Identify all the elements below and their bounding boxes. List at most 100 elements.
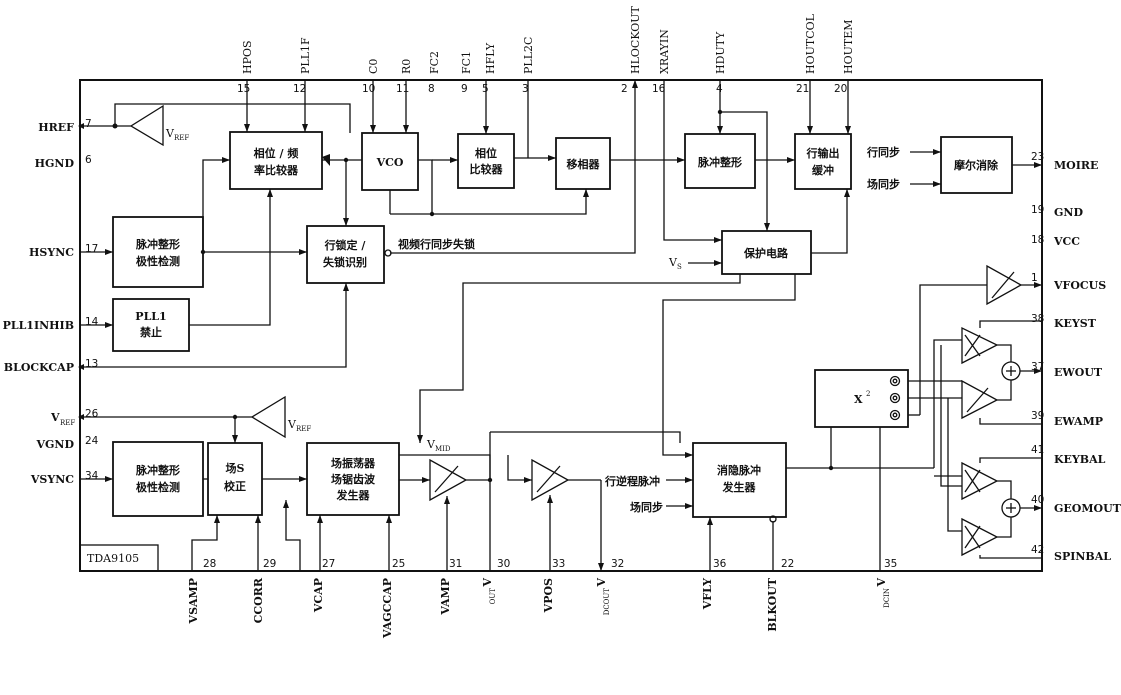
top-pin-name: PLL2C xyxy=(522,37,535,74)
left-pin-number: 26 xyxy=(85,408,99,420)
bottom-pin-name: VAMP xyxy=(439,578,452,616)
bottom-pin-number: 33 xyxy=(552,558,565,570)
svg-text:脉冲整形: 脉冲整形 xyxy=(135,463,180,477)
top-pin-name: HDUTY xyxy=(714,31,727,74)
svg-text:发生器: 发生器 xyxy=(722,480,757,494)
vpos-amplifier xyxy=(531,458,570,502)
right-pin-number: 19 xyxy=(1031,204,1044,216)
right-pin-number: 1 xyxy=(1031,272,1038,284)
right-pin-name: KEYST xyxy=(1054,317,1097,330)
left-pin-name: VGND xyxy=(35,438,74,451)
href-buffer-amp: V REF xyxy=(129,104,189,147)
left-pin-name: VSYNC xyxy=(30,473,74,486)
bottom-pin-name: VCAP xyxy=(312,578,325,613)
svg-text:极性检测: 极性检测 xyxy=(136,254,180,268)
video-lock-label: 视频行同步失锁 xyxy=(398,237,475,251)
top-pin-fc1[interactable]: FC1 9 xyxy=(460,51,473,95)
right-pin-gnd[interactable]: GND 19 xyxy=(1031,204,1083,219)
right-pin-name: GND xyxy=(1054,206,1083,219)
bottom-pin-name: VSAMP xyxy=(187,578,200,624)
keybal-amplifier xyxy=(961,461,999,501)
svg-text:消隐脉冲: 消隐脉冲 xyxy=(717,463,761,477)
bottom-pin-sub: DCOUT xyxy=(603,588,611,616)
top-pin-name: FC1 xyxy=(460,51,473,74)
bottom-pin-name: VPOS xyxy=(542,578,555,613)
keyst-amplifier xyxy=(961,326,999,365)
retrace-pulse-label: 行逆程脉冲 xyxy=(604,474,660,488)
bottom-pin-number: 36 xyxy=(713,558,727,570)
left-pin-vsync[interactable]: VSYNC 34 xyxy=(30,470,99,486)
vmid-sub: MID xyxy=(435,445,451,453)
svg-text:脉冲整形: 脉冲整形 xyxy=(135,237,180,251)
pulse-shaper-top-block: 脉冲整形 xyxy=(684,133,756,189)
svg-text:2: 2 xyxy=(866,390,870,398)
top-pin-number: 9 xyxy=(461,83,468,95)
svg-text:场S: 场S xyxy=(226,461,245,475)
bottom-pin-name: CCORR xyxy=(252,577,265,623)
top-pin-name: HLOCKOUT xyxy=(629,5,642,74)
bottom-pin-number: 32 xyxy=(611,558,624,570)
top-pin-number: 8 xyxy=(428,83,435,95)
x-squared-block: X 2 xyxy=(814,369,909,428)
spinbal-amplifier xyxy=(961,517,999,557)
bottom-pin-number: 30 xyxy=(497,558,510,570)
left-pin-number: 6 xyxy=(85,154,92,166)
svg-text:VCO: VCO xyxy=(376,156,404,169)
bottom-pin-number: 29 xyxy=(263,558,276,570)
svg-text:缓冲: 缓冲 xyxy=(812,163,834,177)
bottom-pin-sub: OUT xyxy=(489,588,497,605)
svg-text:禁止: 禁止 xyxy=(140,325,162,339)
right-pin-number: 41 xyxy=(1031,444,1044,456)
bottom-pin-name: V xyxy=(481,578,494,588)
bottom-pin-ccorr[interactable]: CCORR 29 xyxy=(252,558,276,623)
svg-text:脉冲整形: 脉冲整形 xyxy=(697,155,742,169)
bottom-pin-vpos[interactable]: VPOS 33 xyxy=(542,558,565,613)
bottom-pin-number: 27 xyxy=(322,558,335,570)
bottom-pin-vcap[interactable]: VCAP 27 xyxy=(312,558,335,613)
right-pin-number: 37 xyxy=(1031,361,1044,373)
left-pin-number: 34 xyxy=(85,470,99,482)
vmid-label: V xyxy=(426,438,436,451)
vref-buffer-amp: V REF xyxy=(250,395,311,439)
